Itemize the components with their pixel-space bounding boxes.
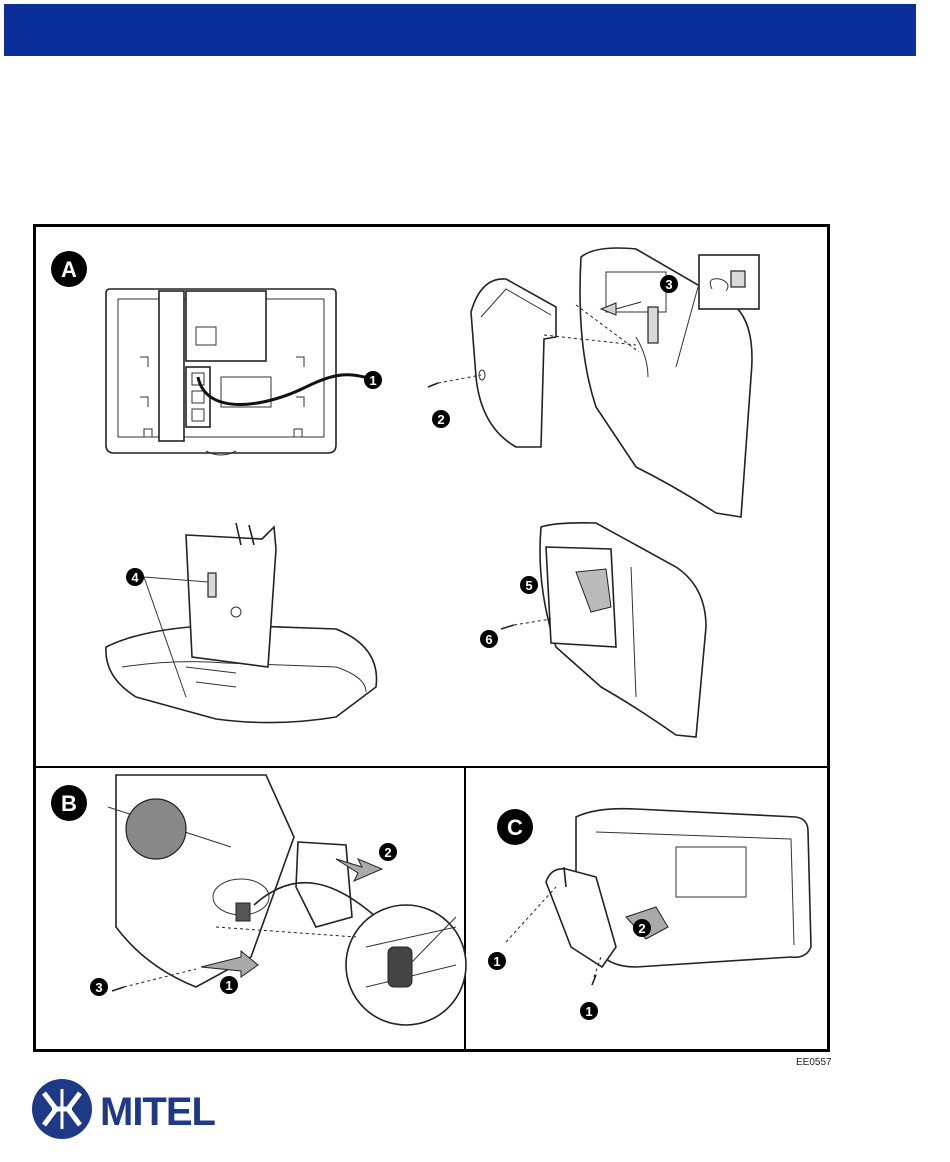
callout-a-5: 5 bbox=[520, 576, 538, 594]
svg-text:2: 2 bbox=[384, 845, 391, 860]
callout-b-1: 1 bbox=[220, 976, 238, 994]
panel-letter-c: C bbox=[497, 809, 533, 845]
svg-text:4: 4 bbox=[131, 570, 139, 585]
callout-a-6: 6 bbox=[480, 630, 498, 648]
callout-c-2: 2 bbox=[633, 919, 651, 937]
callout-a-3: 3 bbox=[660, 275, 678, 293]
cover-removal-view bbox=[428, 248, 759, 517]
bracket-installed-view bbox=[501, 523, 706, 737]
svg-text:1: 1 bbox=[225, 978, 232, 993]
speaker-grille bbox=[126, 799, 186, 859]
panel-letter-b: B bbox=[51, 785, 87, 821]
svg-text:1: 1 bbox=[369, 373, 376, 388]
callout-a-2: 2 bbox=[432, 410, 450, 428]
svg-text:2: 2 bbox=[437, 412, 444, 427]
mitel-logo-icon bbox=[30, 1077, 94, 1141]
figure-code: EE0557 bbox=[796, 1057, 832, 1068]
svg-text:1: 1 bbox=[493, 954, 500, 969]
panel-b-cradle-view bbox=[108, 775, 466, 1025]
svg-text:3: 3 bbox=[665, 277, 672, 292]
header-bar bbox=[4, 4, 916, 56]
callout-b-3: 3 bbox=[90, 978, 108, 996]
svg-text:6: 6 bbox=[485, 632, 492, 647]
installation-figure: A B C 1 2 3 4 5 bbox=[33, 224, 830, 1052]
brand-name: MITEL bbox=[100, 1090, 215, 1135]
svg-text:2: 2 bbox=[638, 921, 645, 936]
callout-b-2: 2 bbox=[379, 843, 397, 861]
panel-c-wall-mount-view bbox=[506, 809, 811, 985]
svg-text:5: 5 bbox=[525, 578, 532, 593]
svg-text:B: B bbox=[61, 791, 77, 816]
svg-text:3: 3 bbox=[95, 980, 102, 995]
installation-diagram: A B C 1 2 3 4 5 bbox=[36, 227, 827, 1049]
stand-bracket-view bbox=[106, 523, 377, 723]
svg-text:C: C bbox=[507, 815, 523, 840]
svg-text:1: 1 bbox=[585, 1004, 592, 1019]
callout-a-1: 1 bbox=[364, 371, 382, 389]
svg-text:A: A bbox=[61, 257, 77, 282]
phone-back-view bbox=[106, 289, 376, 455]
callout-c-1: 1 bbox=[488, 952, 506, 970]
panel-letter-a: A bbox=[51, 251, 87, 287]
callout-c-3: 1 bbox=[580, 1002, 598, 1020]
